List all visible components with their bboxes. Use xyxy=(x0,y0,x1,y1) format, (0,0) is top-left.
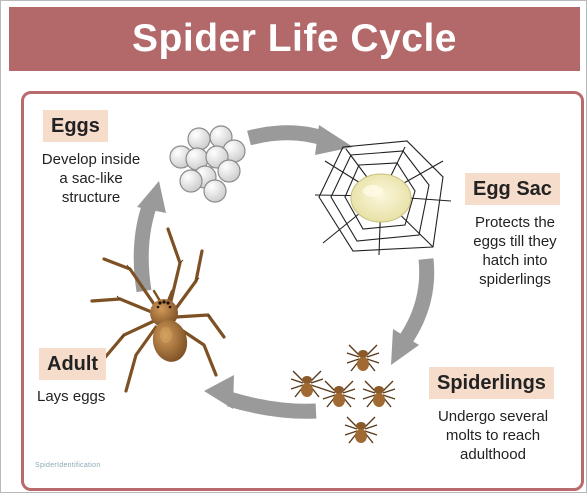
desc-line: a sac-like xyxy=(26,169,156,188)
desc-line: Undergo several xyxy=(431,407,555,426)
egg-sac-web-icon xyxy=(315,141,451,255)
stage-label-eggs: Eggs xyxy=(43,110,108,142)
adult-spider-icon xyxy=(92,229,224,391)
stage-label-egg-sac: Egg Sac xyxy=(465,173,560,205)
desc-line: molts to reach xyxy=(431,426,555,445)
stage-desc-egg-sac: Protects the eggs till they hatch into s… xyxy=(456,213,574,289)
brand-watermark: SpiderIdentification xyxy=(35,462,101,469)
stage-desc-adult: Lays eggs xyxy=(37,387,117,406)
desc-line: Lays eggs xyxy=(37,387,117,406)
stage-label-adult: Adult xyxy=(39,348,106,380)
desc-line: spiderlings xyxy=(456,270,574,289)
desc-line: hatch into xyxy=(456,251,574,270)
stage-desc-spiderlings: Undergo several molts to reach adulthood xyxy=(431,407,555,464)
stage-desc-eggs: Develop inside a sac-like structure xyxy=(26,150,156,207)
spiderlings-icon xyxy=(291,345,395,443)
desc-line: Protects the xyxy=(456,213,574,232)
stage-label-spiderlings: Spiderlings xyxy=(429,367,554,399)
desc-line: structure xyxy=(26,188,156,207)
eggs-icon xyxy=(170,126,245,202)
desc-line: adulthood xyxy=(431,445,555,464)
desc-line: eggs till they xyxy=(456,232,574,251)
desc-line: Develop inside xyxy=(26,150,156,169)
